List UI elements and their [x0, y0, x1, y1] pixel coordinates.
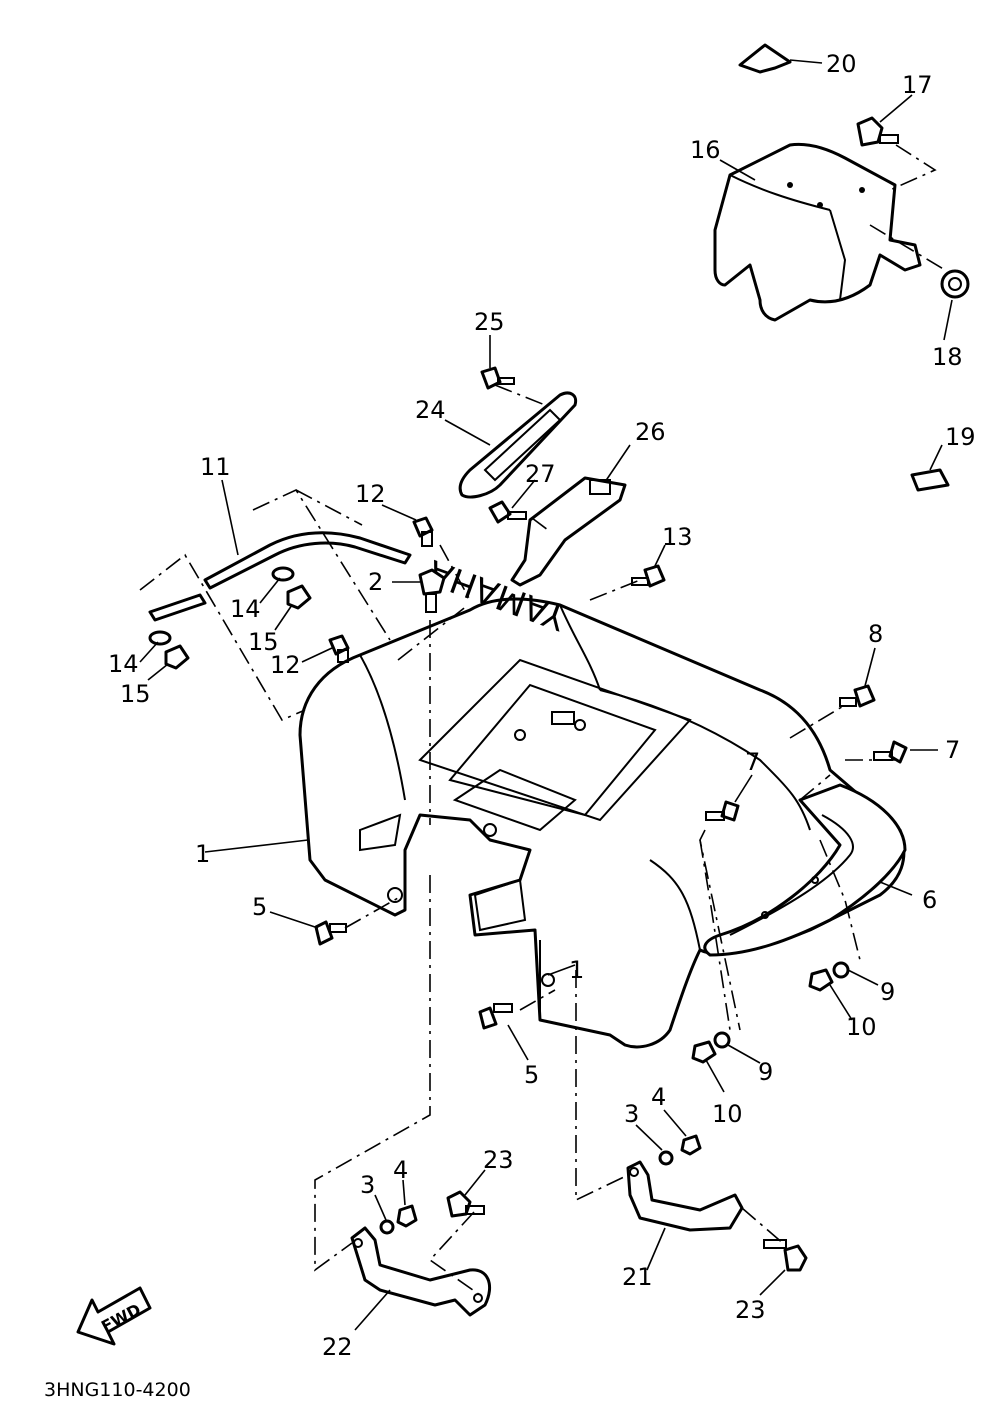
cover-panel-part	[713, 142, 922, 322]
callout-12-lower: 12	[270, 651, 301, 679]
callout-3-left: 3	[360, 1171, 375, 1199]
callout-3-right: 3	[624, 1100, 639, 1128]
callout-7-mid: 7	[745, 748, 760, 776]
callout-10-right: 10	[846, 1013, 877, 1041]
callout-22: 22	[322, 1333, 353, 1361]
callout-4-right: 4	[651, 1083, 666, 1111]
callout-14-lower: 14	[108, 650, 139, 678]
callout-15-lower: 15	[120, 680, 151, 708]
callout-10-mid: 10	[712, 1100, 743, 1128]
fender-flap-right	[703, 783, 907, 957]
clip-part-20	[738, 43, 792, 74]
callout-8: 8	[868, 620, 883, 648]
rail-bar-part	[148, 531, 412, 622]
callout-12-top: 12	[355, 480, 386, 508]
callout-19: 19	[945, 423, 976, 451]
callout-23-right: 23	[735, 1296, 766, 1324]
fasteners	[148, 116, 970, 1272]
callout-16: 16	[690, 136, 721, 164]
callout-24: 24	[415, 396, 446, 424]
callout-1-right: 1	[569, 956, 584, 984]
callout-4-left: 4	[393, 1156, 408, 1184]
callout-13: 13	[662, 523, 693, 551]
callout-14-upper: 14	[230, 595, 261, 623]
callout-1-left: 1	[195, 840, 210, 868]
callout-6: 6	[922, 886, 937, 914]
callout-15-upper: 15	[248, 628, 279, 656]
assembly-lines	[139, 144, 946, 1296]
callout-11: 11	[200, 453, 231, 481]
leader-lines	[139, 59, 953, 1331]
bracket-part-21	[626, 1160, 744, 1232]
callout-18: 18	[932, 343, 963, 371]
callout-9-right: 9	[880, 978, 895, 1006]
callout-26: 26	[635, 418, 666, 446]
callout-labels: 1 1 2 3 3 4 4 5 5 6 7 7 8 9 9 10 10 11 1…	[108, 50, 976, 1361]
bracket-part-22	[350, 1226, 491, 1317]
plate-part-24	[458, 391, 578, 499]
callout-25: 25	[474, 308, 505, 336]
callout-17: 17	[902, 71, 933, 99]
callout-5-left: 5	[252, 893, 267, 921]
pad-part-19	[910, 468, 950, 492]
callout-20: 20	[826, 50, 857, 78]
plate-part-26	[510, 476, 627, 587]
callout-5-mid: 5	[524, 1061, 539, 1089]
diagram-code: 3HNG110-4200	[44, 1379, 191, 1401]
callout-9-mid: 9	[758, 1058, 773, 1086]
callout-21: 21	[622, 1263, 653, 1291]
callout-2: 2	[368, 568, 383, 596]
callout-27: 27	[525, 460, 556, 488]
forward-arrow-icon: FWD	[76, 1286, 152, 1346]
callout-23-left: 23	[483, 1146, 514, 1174]
callout-7-right: 7	[945, 736, 960, 764]
